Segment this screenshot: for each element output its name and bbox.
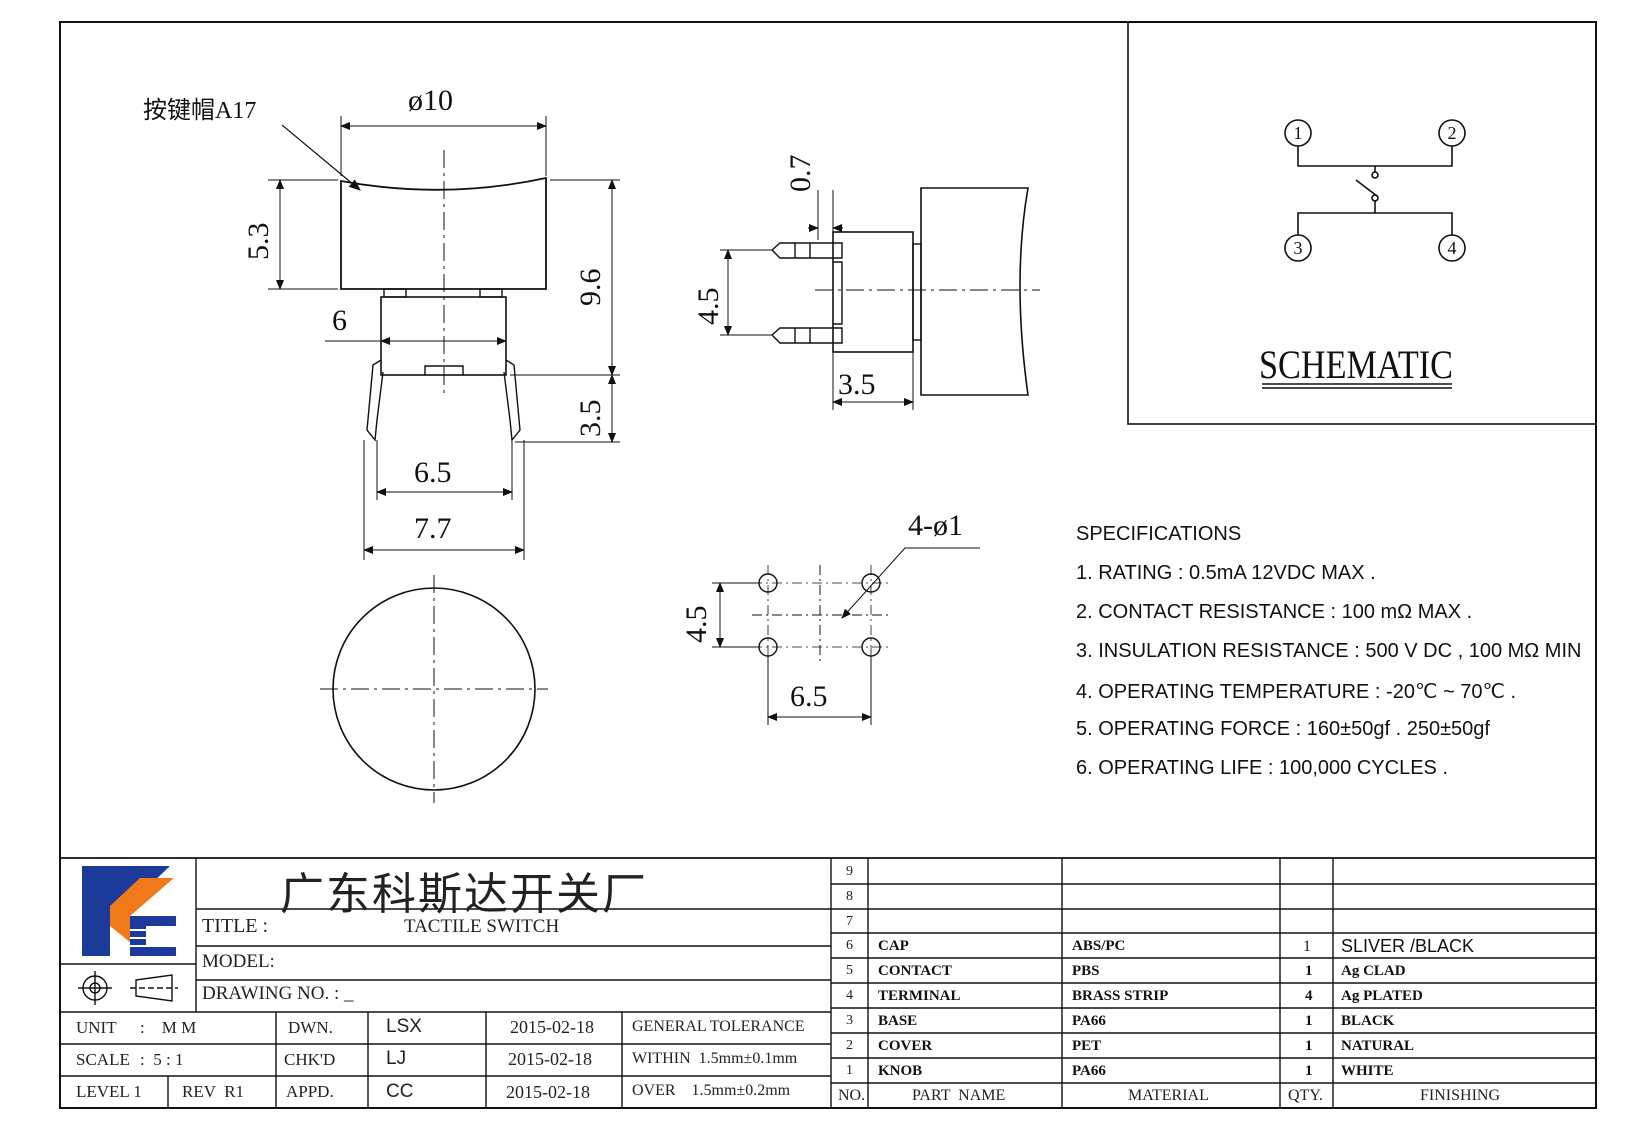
bom-finishing: NATURAL	[1341, 1038, 1415, 1054]
chk-name: LJ	[386, 1048, 407, 1069]
bom-material: PBS	[1072, 963, 1100, 979]
top-view	[320, 575, 548, 803]
spec-item: 6. OPERATING LIFE : 100,000 CYCLES .	[1076, 757, 1449, 779]
bom-material: BRASS STRIP	[1072, 988, 1169, 1004]
dim-0-7: 0.7	[784, 155, 817, 193]
specs-heading: SPECIFICATIONS	[1076, 523, 1242, 545]
bom-part: COVER	[878, 1038, 933, 1054]
bom-material: PET	[1072, 1038, 1102, 1054]
bom-finishing: Ag PLATED	[1341, 988, 1423, 1004]
front-view	[268, 116, 620, 560]
bom-finishing: WHITE	[1341, 1063, 1394, 1079]
bom-part: CAP	[878, 938, 909, 954]
chk-date: 2015-02-18	[508, 1049, 592, 1069]
company-name: 广东科斯达开关厂	[280, 869, 648, 920]
bom-row-no: 4	[846, 988, 853, 1003]
spec-item: 5. OPERATING FORCE : 160±50gf . 250±50gf	[1076, 718, 1490, 740]
dim-5-3: 5.3	[242, 223, 275, 261]
scale-label: SCALE	[76, 1050, 130, 1069]
bom-row-no: 5	[846, 963, 853, 978]
bom-material: ABS/PC	[1072, 938, 1126, 954]
dim-6-5-holes: 6.5	[790, 680, 828, 713]
pin-2-label: 2	[1448, 123, 1457, 143]
company-logo	[82, 866, 176, 956]
schematic-frame	[1127, 21, 1597, 425]
dim-diameter-10: ø10	[408, 84, 453, 117]
bom-qty: 1	[1303, 938, 1311, 955]
dim-3-5-left: 3.5	[574, 400, 607, 438]
level-value: LEVEL 1	[76, 1082, 142, 1101]
chk-label: CHK'D	[284, 1050, 336, 1069]
dim-holes: 4-ø1	[908, 509, 963, 542]
bom-material: PA66	[1072, 1063, 1106, 1079]
dim-7-7: 7.7	[414, 512, 452, 545]
drawing-no-label: DRAWING NO. : _	[202, 983, 354, 1004]
bom-row-no: 7	[846, 914, 853, 929]
bom-part: BASE	[878, 1013, 918, 1029]
schematic-title: SCHEMATIC	[1259, 342, 1453, 387]
dim-4-5-holes: 4.5	[680, 606, 713, 644]
tolerance-over: OVER 1.5mm±0.2mm	[632, 1082, 791, 1099]
bom-row-no: 6	[846, 938, 853, 953]
bom-qty: 1	[1305, 963, 1313, 979]
unit-label: UNIT	[76, 1018, 117, 1037]
dwn-name: LSX	[386, 1016, 422, 1037]
appd-name: CC	[386, 1081, 414, 1102]
bom-part: KNOB	[878, 1063, 923, 1079]
pin-3-label: 3	[1294, 238, 1303, 258]
bom-part: TERMINAL	[878, 988, 961, 1004]
pin-4-label: 4	[1448, 238, 1457, 258]
model-label: MODEL:	[202, 951, 275, 972]
rev-value: REV R1	[182, 1082, 245, 1101]
schematic-symbol	[1262, 119, 1466, 389]
dim-4-5-side: 4.5	[692, 288, 725, 326]
bom-header-no: NO.	[838, 1087, 866, 1104]
scale-value: : 5 : 1	[140, 1050, 184, 1069]
bom-row-no: 9	[846, 864, 853, 879]
bom-row-no: 3	[846, 1013, 853, 1028]
spec-item: 2. CONTACT RESISTANCE : 100 mΩ MAX .	[1076, 601, 1473, 623]
dim-6-5-top: 6.5	[414, 456, 452, 489]
tolerance-heading: GENERAL TOLERANCE	[632, 1018, 805, 1035]
bom-finishing: BLACK	[1341, 1013, 1395, 1029]
dwn-date: 2015-02-18	[510, 1017, 594, 1037]
dim-9-6: 9.6	[574, 269, 607, 307]
bom-finishing: SLIVER /BLACK	[1341, 936, 1475, 956]
dwn-label: DWN.	[288, 1018, 333, 1037]
dim-6: 6	[332, 304, 347, 337]
bom-row-no: 8	[846, 889, 853, 904]
title-block-grid	[60, 857, 1596, 1108]
bom-qty: 1	[1305, 1038, 1313, 1054]
dim-3-5-side: 3.5	[838, 368, 876, 401]
bom-qty: 1	[1305, 1013, 1313, 1029]
title-label: TITLE :	[202, 915, 269, 937]
sheet-border	[59, 21, 1597, 1109]
bom-qty: 1	[1305, 1063, 1313, 1079]
tolerance-within: WITHIN 1.5mm±0.1mm	[632, 1050, 798, 1067]
bom-material: PA66	[1072, 1013, 1106, 1029]
projection-symbol-icon	[78, 971, 178, 1005]
bom-header-finishing: FINISHING	[1420, 1087, 1500, 1104]
spec-item: 4. OPERATING TEMPERATURE : -20℃ ~ 70℃ .	[1076, 681, 1517, 703]
unit-value: : M M	[140, 1018, 197, 1037]
spec-item: 1. RATING : 0.5mA 12VDC MAX .	[1076, 562, 1376, 584]
hole-layout	[712, 547, 980, 725]
title-value: TACTILE SWITCH	[404, 916, 560, 937]
bom-header-part: PART NAME	[912, 1087, 1006, 1104]
cap-label: 按键帽A17	[143, 97, 256, 124]
bom-row-no: 2	[846, 1038, 853, 1053]
bom-part: CONTACT	[878, 963, 952, 979]
bom-finishing: Ag CLAD	[1341, 963, 1406, 979]
spec-item: 3. INSULATION RESISTANCE : 500 V DC , 10…	[1076, 640, 1582, 662]
side-view	[720, 187, 1040, 410]
bom-header-material: MATERIAL	[1128, 1087, 1209, 1104]
pin-1-label: 1	[1294, 123, 1303, 143]
bom-qty: 4	[1305, 988, 1313, 1004]
bom-header-qty: QTY.	[1288, 1087, 1323, 1104]
appd-label: APPD.	[286, 1082, 334, 1101]
bom-row-no: 1	[846, 1063, 853, 1078]
appd-date: 2015-02-18	[506, 1082, 590, 1102]
